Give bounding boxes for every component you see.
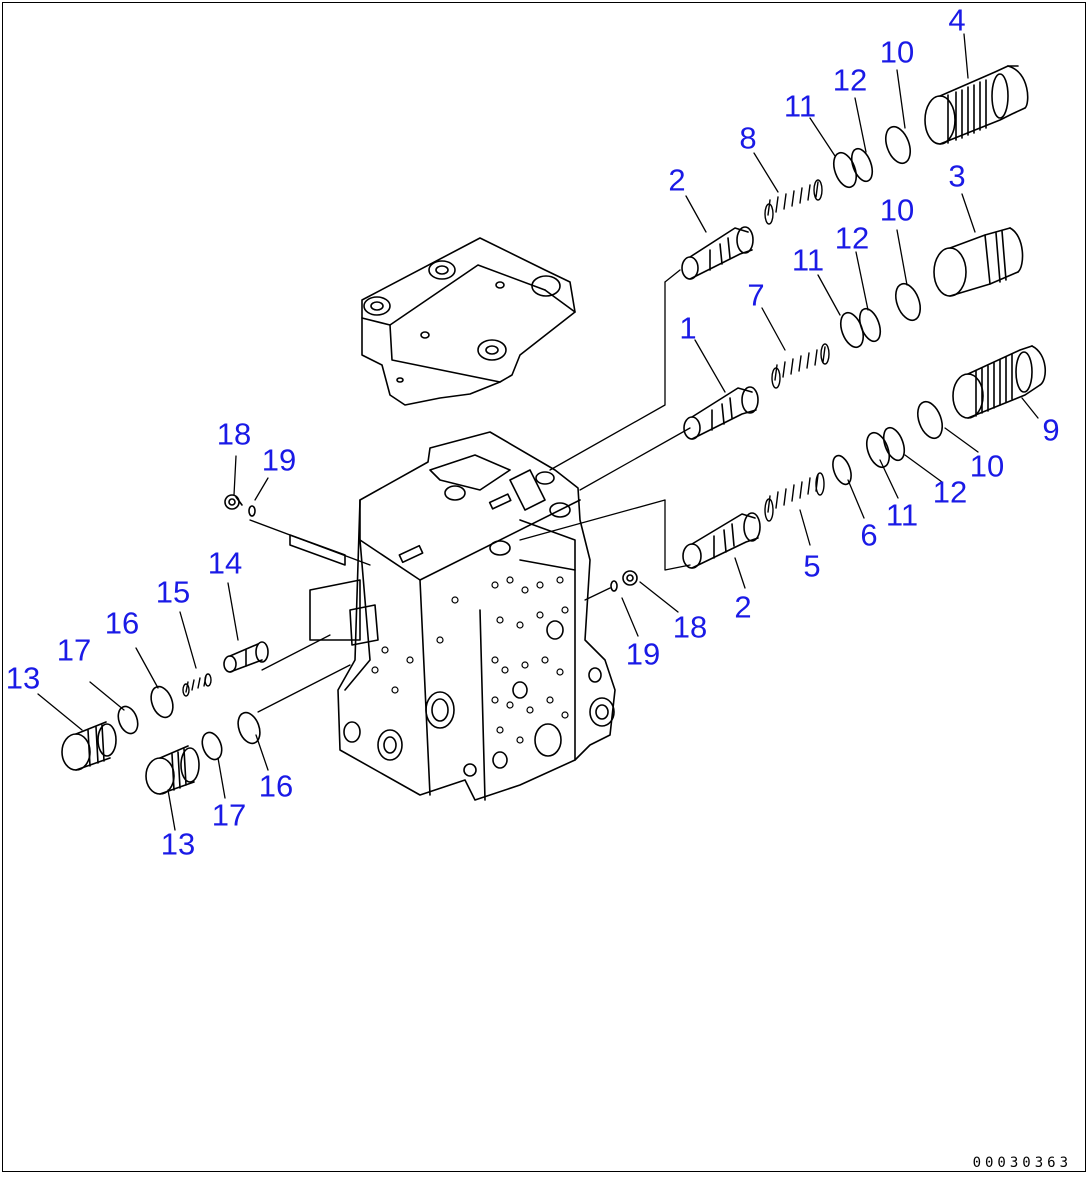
callout-part-8: 8: [739, 120, 757, 156]
callout-part-12: 12: [834, 220, 870, 256]
callout-part-12: 12: [932, 474, 968, 510]
callout-part-10: 10: [879, 34, 915, 70]
callout-part-14: 14: [207, 545, 243, 581]
callout-part-18: 18: [672, 609, 708, 645]
cover-plate: [361, 237, 576, 406]
callout-part-4: 4: [948, 2, 966, 38]
plugs: [61, 721, 200, 795]
callout-part-18: 18: [216, 416, 252, 452]
callout-part-19: 19: [261, 442, 297, 478]
callout-part-13: 13: [5, 660, 41, 696]
callout-part-13: 13: [160, 826, 196, 862]
callout-part-2: 2: [734, 589, 752, 625]
callout-part-19: 19: [625, 636, 661, 672]
callout-part-7: 7: [747, 277, 765, 313]
part-9-cap: [952, 345, 1047, 419]
callout-part-16: 16: [104, 605, 140, 641]
callout-part-10: 10: [879, 192, 915, 228]
callout-part-11: 11: [791, 242, 825, 278]
callout-part-1: 1: [679, 310, 697, 346]
spools: [223, 226, 761, 673]
small-plugs-and-pins: [224, 494, 638, 592]
callout-part-17: 17: [211, 797, 247, 833]
part-3-cap: [933, 227, 1024, 297]
body-port-dots: [371, 576, 569, 744]
callout-part-3: 3: [948, 158, 966, 194]
drawing-number: 00030363: [972, 1155, 1072, 1171]
callout-part-10: 10: [969, 448, 1005, 484]
leader-lines: [37, 33, 1039, 831]
seal-rings: [117, 125, 944, 761]
callout-part-11: 11: [783, 88, 817, 124]
callout-part-5: 5: [803, 548, 821, 584]
callout-part-2: 2: [668, 162, 686, 198]
callout-part-17: 17: [56, 632, 92, 668]
callout-part-11: 11: [885, 497, 919, 533]
callout-part-9: 9: [1042, 412, 1060, 448]
callout-part-15: 15: [155, 574, 191, 610]
callout-part-16: 16: [258, 768, 294, 804]
part-4-cap: [924, 65, 1029, 145]
valve-body: [289, 431, 616, 801]
callout-part-12: 12: [832, 62, 868, 98]
callout-part-6: 6: [860, 517, 878, 553]
springs: [182, 179, 830, 697]
